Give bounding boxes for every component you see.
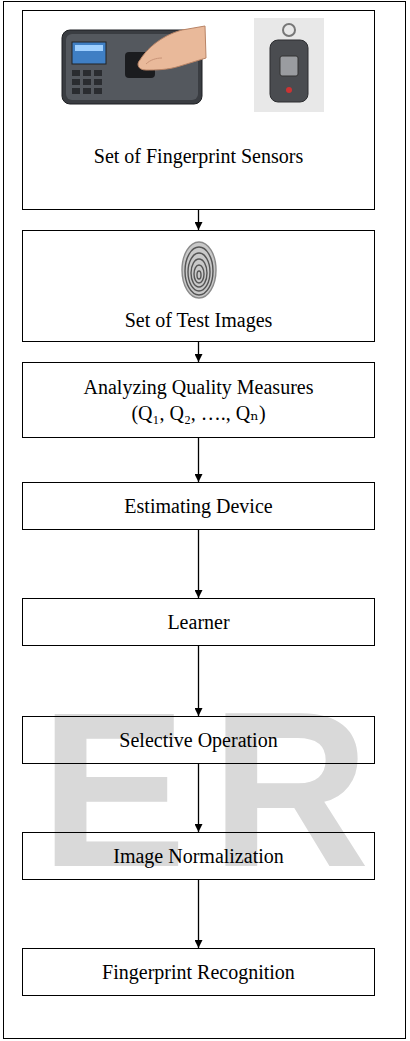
- fingerprint-image: [182, 242, 216, 298]
- page-frame: [4, 2, 406, 1039]
- flow-arrow: [198, 210, 199, 230]
- image-box: Set of Test Images: [22, 230, 375, 342]
- box-label: Analyzing Quality Measures (Q₁, Q₂, …., …: [74, 374, 324, 426]
- box-label: Set of Test Images: [125, 307, 273, 333]
- box-label: Selective Operation: [119, 727, 277, 753]
- box-label: Estimating Device: [124, 493, 272, 519]
- process-box: Analyzing Quality Measures (Q₁, Q₂, …., …: [22, 362, 375, 438]
- flow-arrow: [198, 438, 199, 482]
- box-label: Learner: [167, 609, 229, 635]
- process-box: Fingerprint Recognition: [22, 948, 375, 996]
- box-label: Image Normalization: [113, 843, 284, 869]
- process-box: Estimating Device: [22, 482, 375, 530]
- flow-arrow: [198, 530, 199, 598]
- box-label: Set of Fingerprint Sensors: [94, 143, 303, 169]
- process-box: Selective Operation: [22, 716, 375, 764]
- process-box: Image Normalization: [22, 832, 375, 880]
- process-box: Learner: [22, 598, 375, 646]
- flow-arrow: [198, 342, 199, 362]
- fingerprint-keyfob: [254, 18, 324, 112]
- fingerprint-terminal: [62, 26, 206, 104]
- box-label: Fingerprint Recognition: [102, 959, 295, 985]
- sensor-box: Set of Fingerprint Sensors: [22, 10, 375, 210]
